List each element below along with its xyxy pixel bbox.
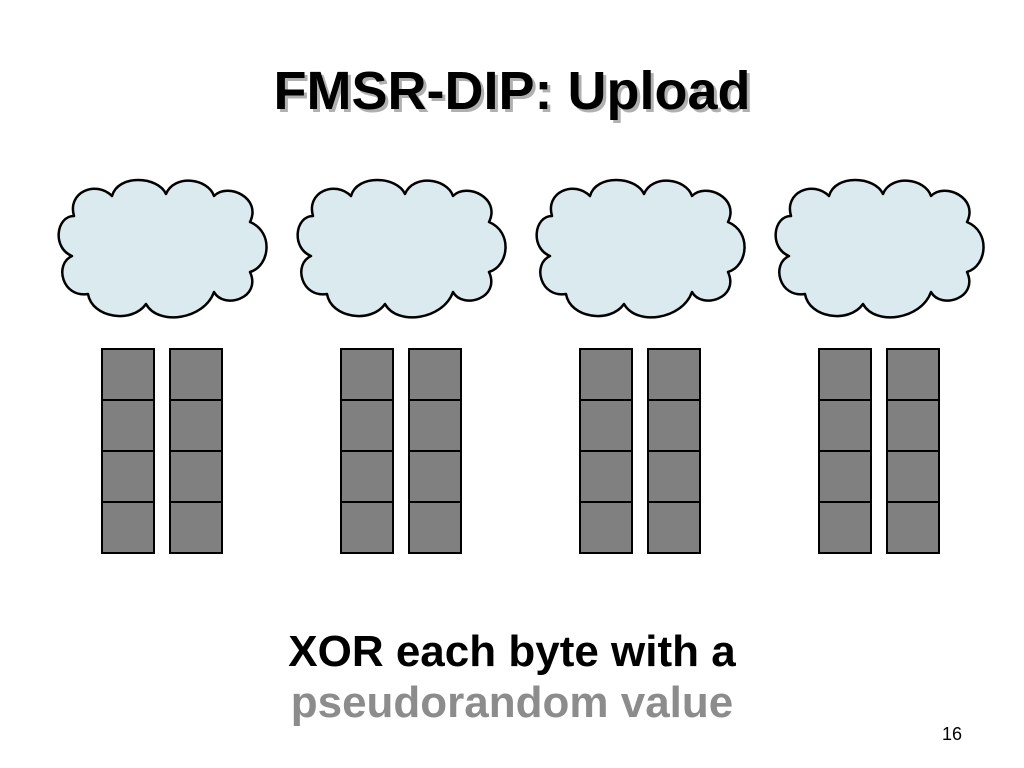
storage-node [535,178,746,554]
data-block [340,348,394,401]
cloud-icon [535,178,746,319]
data-block [340,501,394,554]
data-block [169,399,223,452]
data-block [647,399,701,452]
cloud-icon [296,178,507,319]
data-block [818,501,872,554]
cloud-icon [774,178,985,319]
data-block [169,348,223,401]
data-block [818,399,872,452]
data-block [101,348,155,401]
data-block [818,348,872,401]
data-block [818,450,872,503]
data-block [408,501,462,554]
data-block [579,348,633,401]
data-block [579,450,633,503]
data-block [886,501,940,554]
data-block [886,399,940,452]
data-block [101,501,155,554]
data-block [169,450,223,503]
data-block [340,450,394,503]
page-number: 16 [941,724,962,744]
data-block [886,450,940,503]
slide-title: FMSR-DIP: Upload [273,61,751,121]
data-block [579,501,633,554]
data-block [101,399,155,452]
caption: XOR each byte with a pseudorandom value [0,626,1024,729]
data-block [408,450,462,503]
caption-line-1: XOR each byte with a [288,627,736,676]
data-block [647,450,701,503]
data-block [647,348,701,401]
data-block [101,450,155,503]
data-block [647,501,701,554]
storage-node [774,178,985,554]
caption-line-2: pseudorandom value [290,678,734,728]
data-block [886,348,940,401]
data-block [579,399,633,452]
data-block [408,399,462,452]
storage-node [57,178,268,554]
storage-node [296,178,507,554]
cloud-icon [57,178,268,319]
data-block [408,348,462,401]
data-block [169,501,223,554]
data-block [340,399,394,452]
